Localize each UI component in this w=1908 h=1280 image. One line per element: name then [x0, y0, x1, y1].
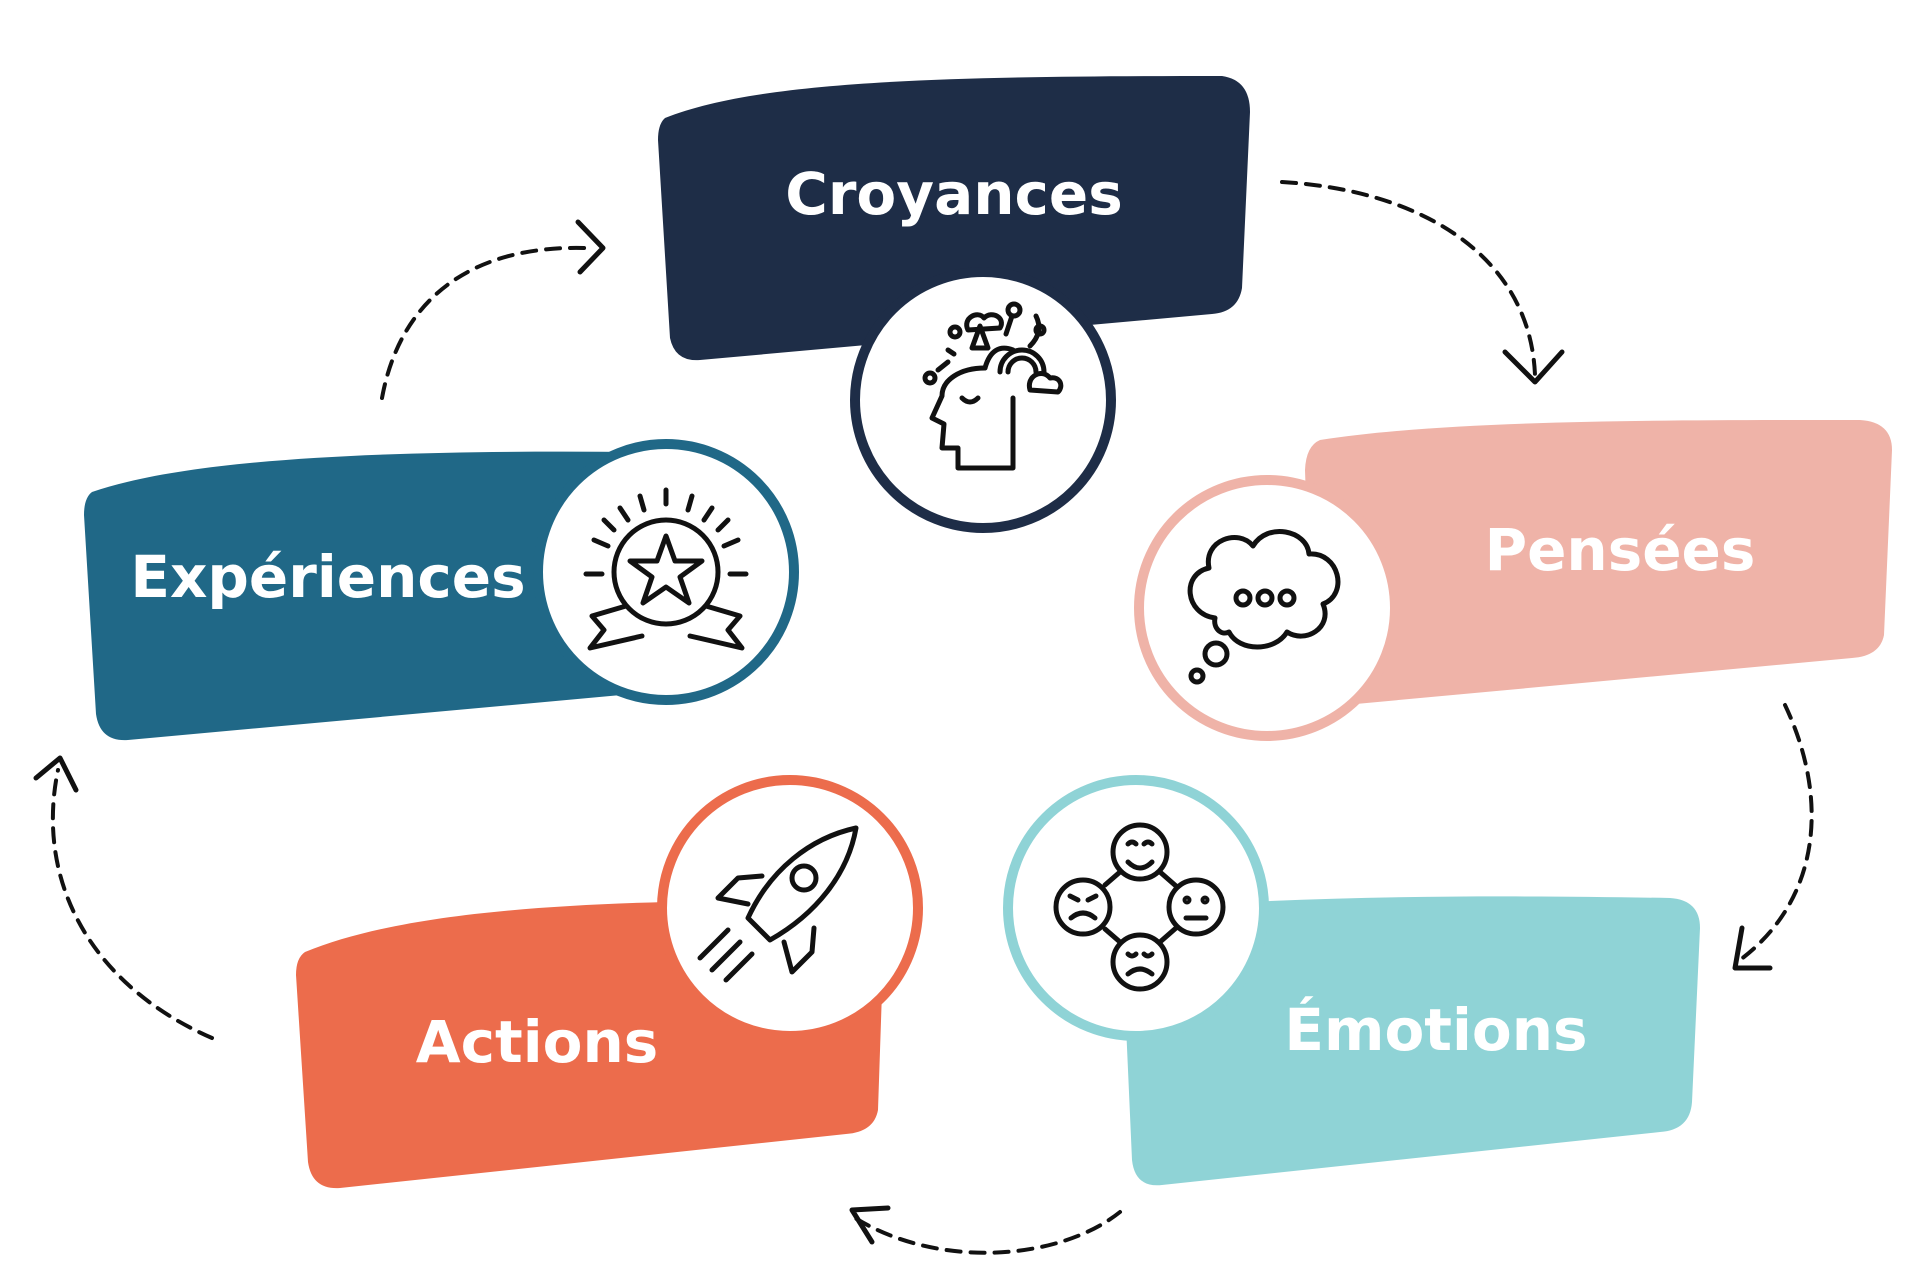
emotions-icon-circle [1003, 775, 1269, 1041]
pensees-box [1305, 420, 1892, 706]
actions-icon-circle [657, 775, 923, 1041]
emotions-box [1122, 896, 1700, 1186]
edge-croyances-pensees [1280, 180, 1565, 385]
pensees-icon-circle [1134, 475, 1400, 741]
edge-emotions-actions [849, 1205, 1122, 1255]
emotions-label: Émotions [1284, 995, 1587, 1064]
experiences-label: Expériences [130, 543, 525, 611]
head-thoughts-icon [922, 301, 1064, 471]
node-experiences: Expériences [84, 439, 799, 741]
croyances-box [658, 76, 1250, 361]
edge-actions-experiences [33, 755, 214, 1040]
experiences-box [84, 451, 672, 741]
edge-experiences-croyances [380, 219, 606, 400]
rocket-icon [697, 825, 859, 983]
actions-label: Actions [416, 1008, 659, 1076]
node-pensees: Pensées [1134, 420, 1892, 741]
node-actions: Actions [296, 775, 923, 1189]
croyances-icon-circle [850, 267, 1116, 533]
emotion-faces-icon [1053, 822, 1226, 992]
pensees-label: Pensées [1485, 516, 1756, 584]
thought-bubble-icon [1187, 529, 1341, 685]
node-emotions: Émotions [1003, 775, 1700, 1186]
star-badge-icon [583, 487, 749, 651]
croyances-label: Croyances [785, 160, 1123, 228]
node-croyances: Croyances [658, 76, 1250, 533]
edge-pensees-emotions [1732, 703, 1814, 971]
experiences-icon-circle [533, 439, 799, 705]
